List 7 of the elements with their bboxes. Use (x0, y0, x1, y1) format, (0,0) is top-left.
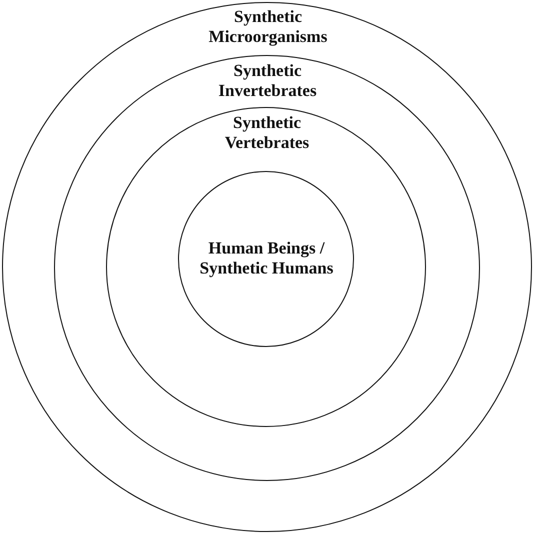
circle (106, 107, 426, 427)
ring-label: Human Beings / Synthetic Humans (198, 238, 334, 279)
circle (54, 54, 480, 480)
ring-label: Synthetic Microorganisms (208, 7, 328, 48)
ring-label: Synthetic Vertebrates (224, 113, 310, 154)
circle (178, 170, 354, 346)
ring-label: Synthetic Invertebrates (217, 60, 318, 102)
